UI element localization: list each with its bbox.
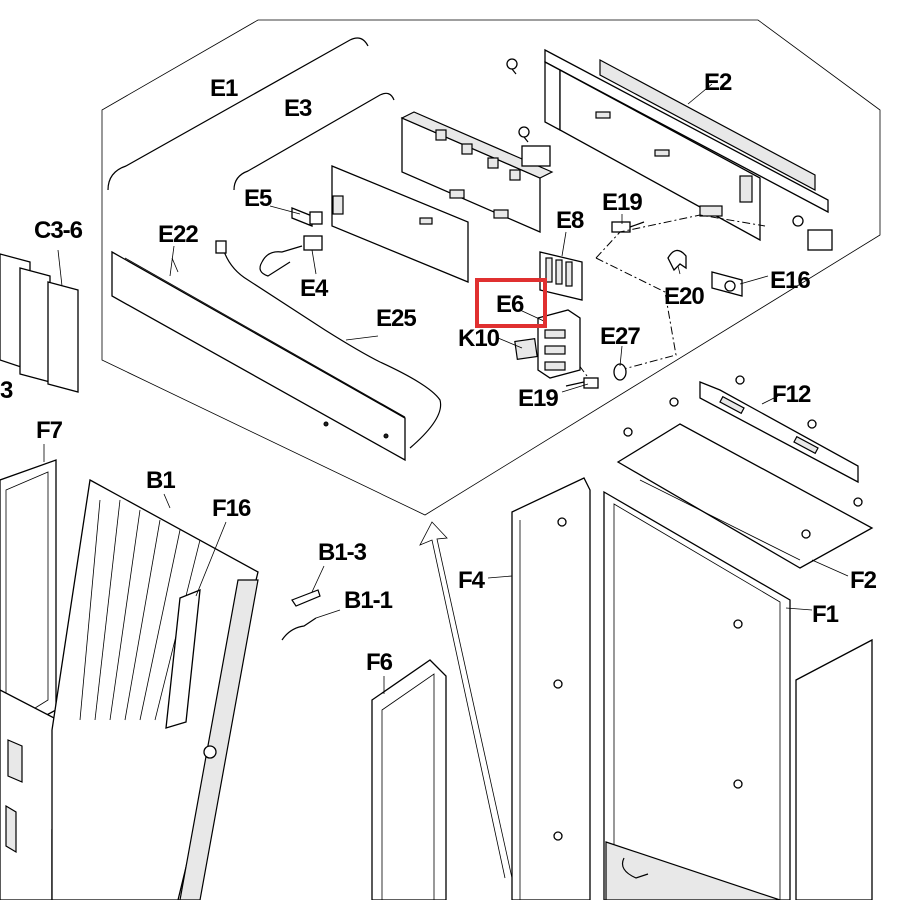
label-e4: E4 xyxy=(300,275,329,302)
screws-top-plate xyxy=(623,375,863,507)
part-k10-label xyxy=(514,338,538,360)
label-e3: E3 xyxy=(284,95,312,122)
part-e5-connector xyxy=(291,207,323,227)
part-e8-terminal xyxy=(539,251,583,301)
label-k10: K10 xyxy=(458,325,500,352)
part-b1-coil xyxy=(51,478,259,900)
label-b1-3: B1-3 xyxy=(318,539,367,566)
label-e1: E1 xyxy=(210,75,238,102)
part-e20-clip xyxy=(667,249,687,272)
part-terminal-bracket xyxy=(400,111,554,233)
part-e27-washer xyxy=(613,363,627,381)
dash-lines-right xyxy=(595,214,766,259)
label-f7: F7 xyxy=(36,417,63,444)
label-e20: E20 xyxy=(664,283,704,310)
e6-highlight-box xyxy=(475,278,547,328)
label-c3-6: C3-6 xyxy=(34,217,83,244)
part-e2-grommet-right xyxy=(807,229,833,251)
part-f6-panel xyxy=(371,659,447,900)
part-right-panel xyxy=(795,638,873,900)
part-e6-terminal xyxy=(537,309,581,379)
part-e2-chassis xyxy=(544,48,829,242)
part-f4-panel xyxy=(511,477,591,900)
label-e25: E25 xyxy=(376,305,416,332)
label-e2: E2 xyxy=(704,69,732,96)
label-f1: F1 xyxy=(812,601,839,628)
label-e6: E6 xyxy=(496,291,524,318)
label-edge-3: 3 xyxy=(0,377,13,404)
part-e2-grommet xyxy=(521,145,551,167)
label-e22: E22 xyxy=(158,221,198,248)
part-f12-bracket xyxy=(699,381,859,484)
part-e16-block xyxy=(711,271,743,297)
part-c3-6-panels xyxy=(0,253,79,393)
label-e5: E5 xyxy=(244,185,272,212)
screws-e2 xyxy=(506,58,804,227)
label-f6: F6 xyxy=(366,649,393,676)
label-f12: F12 xyxy=(772,381,811,408)
label-e19-upper: E19 xyxy=(602,189,642,216)
label-e19-lower: E19 xyxy=(518,385,558,412)
part-b1-1 xyxy=(281,617,317,641)
label-b1: B1 xyxy=(146,467,175,494)
label-e27: E27 xyxy=(600,323,640,350)
part-e3-board xyxy=(331,165,469,283)
bracket-e1 xyxy=(107,37,369,191)
label-b1-1: B1-1 xyxy=(344,587,393,614)
part-f2-top-plate xyxy=(616,423,874,569)
label-e8: E8 xyxy=(556,207,584,234)
label-f4: F4 xyxy=(458,567,486,594)
detail-frame xyxy=(101,19,881,516)
part-b1-3 xyxy=(291,589,321,607)
part-e25-cable xyxy=(221,244,442,449)
part-e19-screw-lower xyxy=(565,377,599,389)
leader-lines xyxy=(43,83,849,694)
dash-lines-lower xyxy=(595,257,677,371)
part-e22-panel xyxy=(111,250,406,462)
detail-arrow xyxy=(419,521,513,879)
part-f1-panel xyxy=(553,490,791,900)
e25-connector xyxy=(215,240,227,254)
part-e4-connector xyxy=(259,235,323,277)
label-e16: E16 xyxy=(770,267,810,294)
bracket-e3 xyxy=(233,92,395,191)
part-f16-strip xyxy=(165,588,201,729)
label-f16: F16 xyxy=(212,495,251,522)
label-f2: F2 xyxy=(850,567,877,594)
